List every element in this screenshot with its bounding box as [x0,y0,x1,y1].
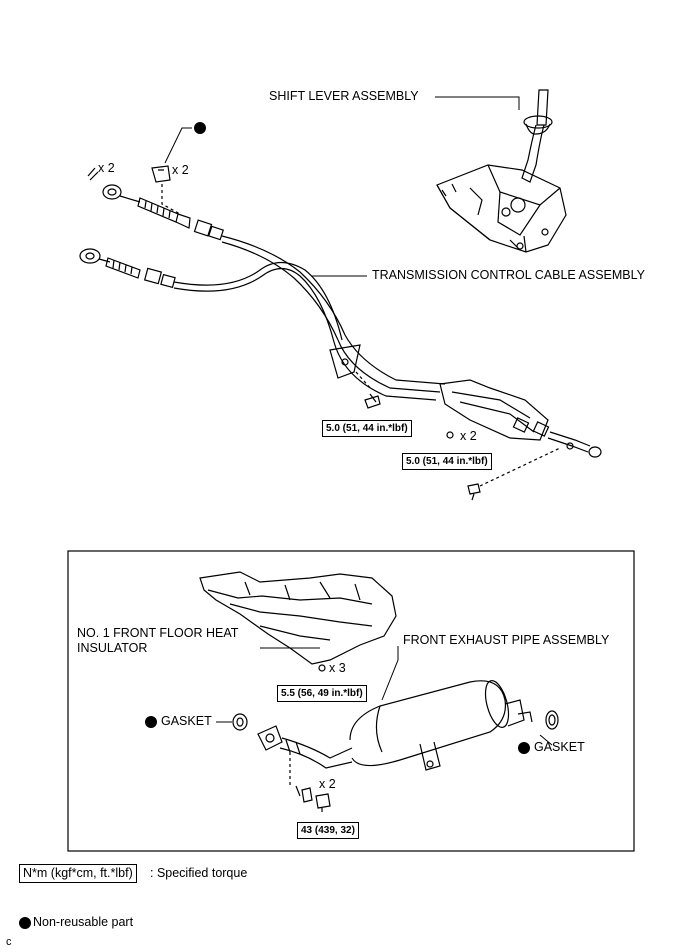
qty-retainer-top: x 2 [172,163,189,177]
figure-code: c [6,936,12,948]
non-reusable-marker-gasket-left [145,716,157,728]
gasket-right-label: GASKET [534,740,585,754]
qty-bolt-exhaust: x 2 [319,777,336,791]
torque-insulator-bolt: 5.5 (56, 49 in.*lbf) [277,685,367,702]
legend-non-reusable-marker [19,917,31,929]
qty-clip-top-left: x 2 [98,161,115,175]
legend-torque-unit: N*m (kgf*cm, ft.*lbf) [19,864,137,883]
qty-bolt-insulator: x 3 [329,661,346,675]
shift-lever-assembly-label: SHIFT LEVER ASSEMBLY [269,89,419,103]
legend-torque-desc: : Specified torque [150,866,248,880]
torque-cable-bolt: 5.0 (51, 44 in.*lbf) [322,420,412,437]
gasket-left-label: GASKET [161,714,212,728]
qty-nut-cable: x 2 [460,429,477,443]
transmission-control-cable-label: TRANSMISSION CONTROL CABLE ASSEMBLY [372,268,645,282]
torque-cable-nut: 5.0 (51, 44 in.*lbf) [402,453,492,470]
torque-exhaust-bolt: 43 (439, 32) [297,822,359,839]
non-reusable-marker-gasket-right [518,742,530,754]
front-exhaust-pipe-label: FRONT EXHAUST PIPE ASSEMBLY [403,633,610,647]
heat-insulator-label: NO. 1 FRONT FLOOR HEAT INSULATOR [77,626,239,655]
transmission-cable-drawing [79,184,602,458]
exhaust-pipe-drawing [257,680,533,771]
exhaust-detail-frame [67,550,635,852]
legend-non-reusable-text: Non-reusable part [33,915,134,929]
heat-insulator-drawing [199,571,397,665]
shift-lever-assembly-drawing [436,89,567,253]
non-reusable-marker-retainer [194,122,206,134]
